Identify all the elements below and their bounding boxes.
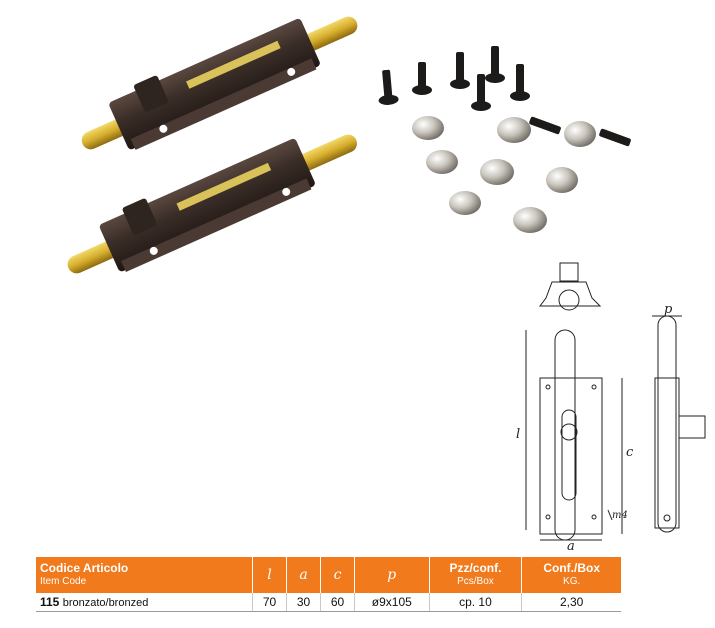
- product-photo: [67, 16, 631, 274]
- dim-label-c: c: [626, 445, 634, 460]
- technical-drawing: l c a p m4: [516, 262, 706, 554]
- screw-hole: [282, 187, 291, 196]
- col-header-box-sublabel: KG.: [563, 576, 581, 587]
- dim-label-l: l: [516, 427, 520, 442]
- col-header-pcs-sublabel: Pcs/Box: [457, 576, 494, 587]
- screw-hole: [287, 67, 296, 76]
- col-header-l: l: [252, 557, 287, 593]
- screw-hole: [159, 124, 168, 133]
- bolt-base-plate: [130, 58, 317, 150]
- col-header-code-label: Codice Articolo: [40, 561, 129, 575]
- table-header-row: Codice Articolo Item Code l a c p Pzz/co…: [36, 557, 621, 593]
- cell-l: 70: [252, 593, 287, 612]
- cell-pcs: cp. 10: [429, 593, 523, 612]
- cell-kg: 2,30: [521, 593, 621, 612]
- bolt-base-plate: [121, 178, 312, 272]
- col-header-code: Codice Articolo Item Code: [36, 557, 253, 593]
- chrome-nuts: [412, 116, 596, 233]
- col-header-p: p: [354, 557, 430, 593]
- screw-hole: [149, 246, 158, 255]
- spec-table: Codice Articolo Item Code l a c p Pzz/co…: [36, 557, 621, 612]
- item-code: 115: [40, 595, 60, 609]
- bolt-slot: [186, 40, 281, 89]
- item-finish: bronzato/bronzed: [62, 597, 149, 609]
- dim-label-a: a: [567, 539, 575, 554]
- barrel-bolt-top: [81, 16, 358, 150]
- col-header-box-label: Conf./Box: [543, 561, 600, 575]
- cell-c: 60: [320, 593, 355, 612]
- col-header-c: c: [320, 557, 355, 593]
- col-header-code-sublabel: Item Code: [40, 576, 87, 587]
- barrel-bolt-bottom: [67, 134, 357, 274]
- dim-label-p: p: [664, 302, 673, 317]
- bolt-slot: [176, 162, 272, 211]
- table-row: 115 bronzato/bronzed 70 30 60 ø9x105 cp.…: [36, 593, 621, 612]
- col-header-pcs-label: Pzz/conf.: [449, 561, 502, 575]
- screws-black: [378, 46, 631, 147]
- bolt-knob: [134, 75, 169, 112]
- dim-label-m4: m4: [612, 510, 628, 521]
- col-header-box: Conf./Box KG.: [521, 557, 621, 593]
- col-header-a: a: [286, 557, 321, 593]
- bolt-knob: [122, 198, 157, 235]
- cell-p: ø9x105: [354, 593, 430, 612]
- cell-code: 115 bronzato/bronzed: [36, 593, 253, 612]
- col-header-pcs: Pzz/conf. Pcs/Box: [429, 557, 523, 593]
- cell-a: 30: [286, 593, 321, 612]
